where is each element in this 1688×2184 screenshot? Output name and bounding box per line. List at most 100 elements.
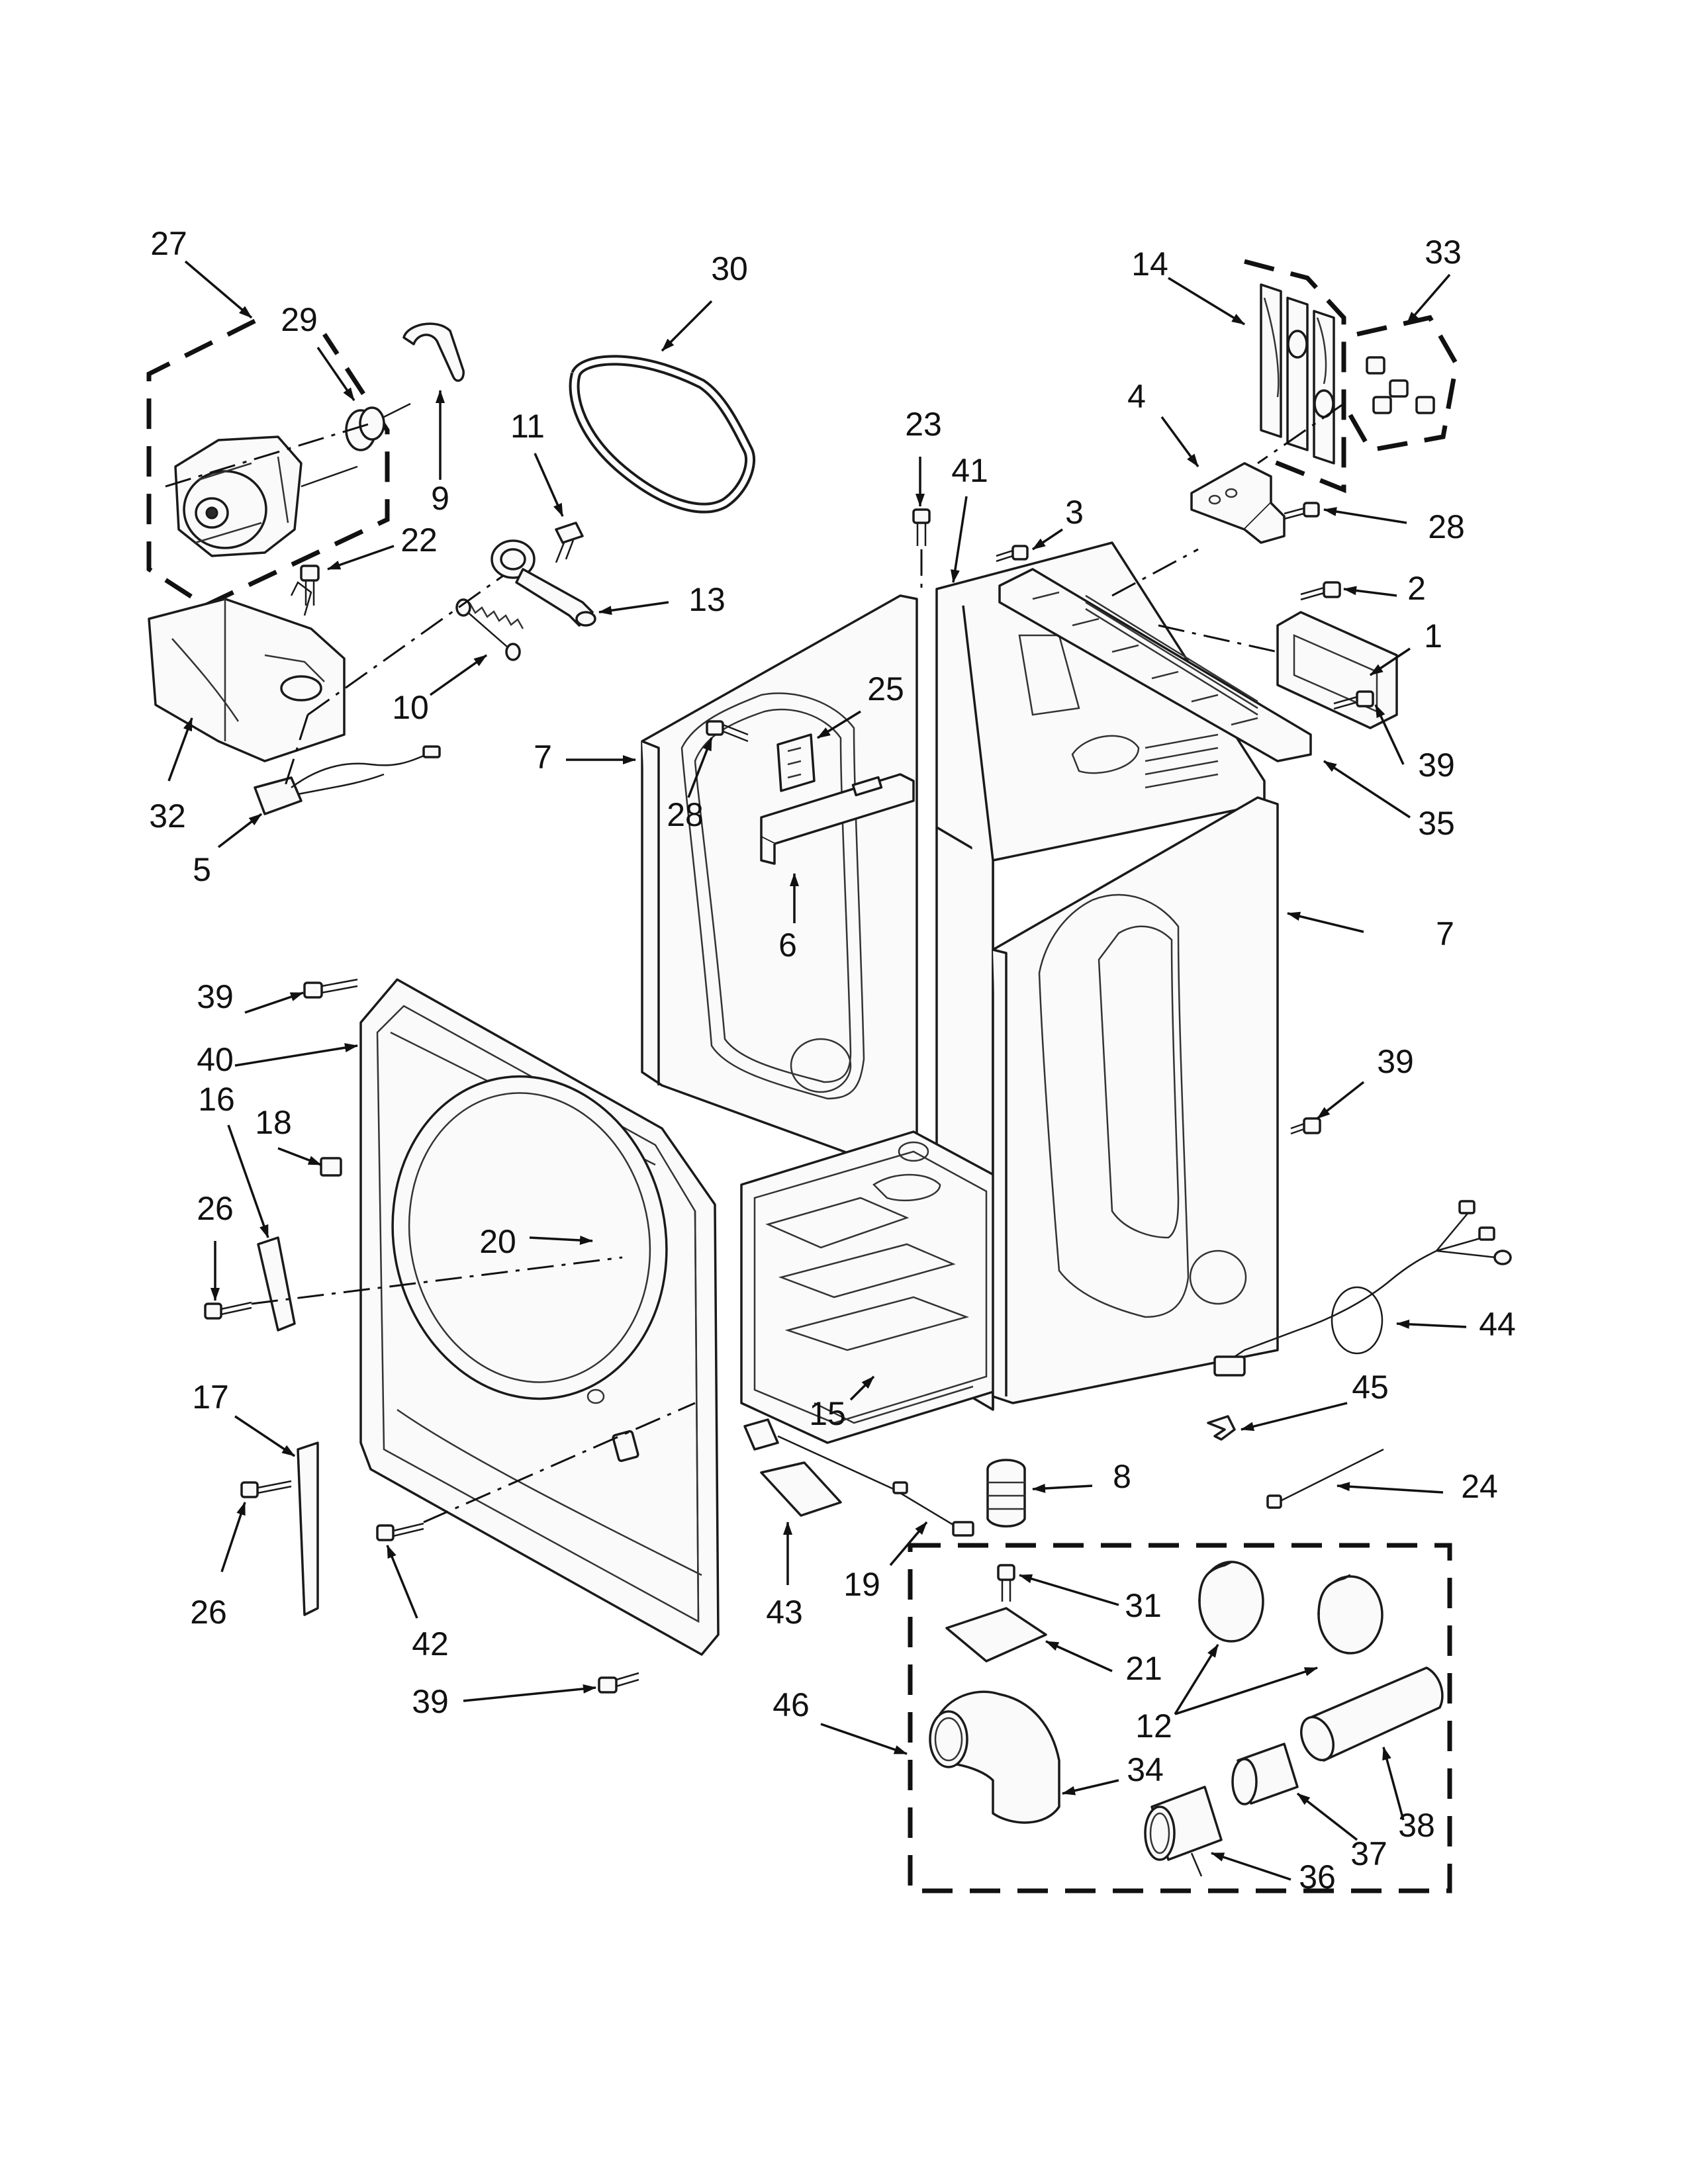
leveling-leg [986,1459,1026,1527]
callout-39b: 39 [1418,747,1455,784]
callout-13: 13 [688,581,726,618]
screw-26-upper [204,1301,252,1320]
screw-3 [996,545,1029,563]
callout-8: 8 [1113,1458,1131,1495]
callout-4: 4 [1127,378,1146,415]
callout-33: 33 [1425,234,1462,271]
leader-8 [1032,1483,1093,1493]
callout-10: 10 [392,689,429,726]
screw-26-lower [240,1480,292,1498]
leader-27 [184,260,253,319]
bracket-6 [760,773,915,865]
screw-23 [912,508,931,546]
callout-30: 30 [711,250,748,287]
exhaust-tube [1300,1666,1444,1762]
thermostat-assembly [1260,283,1335,465]
leader-29 [316,347,355,401]
leader-31 [1019,1574,1119,1606]
callout-38: 38 [1398,1807,1435,1844]
screw-39-right [1290,1117,1321,1135]
callout-12: 12 [1135,1707,1172,1745]
leader-5 [217,813,263,848]
callout-labels: 1 2 3 4 5 6 7 7 8 9 10 11 12 13 14 15 16… [149,225,1516,1895]
assembly-line [1111,548,1199,597]
callout-28b: 28 [1428,508,1465,545]
bracket-4 [1190,462,1286,544]
clamp [1144,1786,1223,1877]
callout-28a: 28 [667,796,704,833]
leader-7b [1287,911,1364,933]
screw-2 [1300,581,1341,601]
leader-16 [227,1124,269,1238]
motor-clip [402,322,465,382]
leader-2 [1343,586,1397,597]
motor-pulley [345,402,411,451]
screw-39-bottom [598,1672,639,1694]
leader-28a [687,737,713,798]
callout-42: 42 [412,1625,449,1662]
leader-20 [529,1236,593,1245]
callout-14: 14 [1131,246,1168,283]
screw-28-left [706,720,749,743]
callout-leaders [167,260,1467,1881]
leader-14 [1168,277,1245,326]
screw-42 [376,1522,424,1541]
bracket-25 [776,733,816,792]
motor-assembly-dashed-box [146,318,390,608]
leader-13 [598,601,669,615]
leader-35 [1323,760,1411,819]
callout-1: 1 [1424,617,1442,655]
callout-18: 18 [255,1104,292,1141]
leader-1 [1370,647,1411,676]
leader-30 [661,300,713,352]
leader-34 [1062,1779,1119,1796]
callout-39d: 39 [412,1683,449,1720]
side-panel-right [992,796,1279,1404]
bracket-16 [257,1236,296,1332]
leader-39a [244,991,304,1014]
callout-36: 36 [1299,1858,1336,1895]
cover-plate [945,1607,1047,1662]
thermostat-assembly-dashed-box [1244,259,1346,494]
leader-4 [1160,416,1199,468]
leader-41 [950,496,968,583]
leader-18 [277,1147,322,1166]
leader-24 [1336,1482,1444,1494]
callout-11: 11 [510,408,545,445]
leader-3 [1032,528,1063,551]
callout-19: 19 [843,1566,880,1603]
callout-29: 29 [281,301,318,338]
screw-39-front-top [303,978,358,999]
strip-17 [297,1441,319,1616]
callout-25: 25 [867,670,904,707]
callout-17: 17 [192,1379,229,1416]
callout-9: 9 [431,480,449,517]
top-bracket [998,568,1312,762]
cable-tie [1266,1448,1384,1509]
coupling [1231,1743,1299,1805]
leader-12b [1174,1666,1318,1715]
leader-26b [220,1502,246,1572]
exhaust-kit-dashed-box [908,1543,1452,1893]
callout-22: 22 [400,522,438,559]
callout-2: 2 [1407,570,1426,607]
assembly-line [251,1256,623,1305]
callout-7a: 7 [534,739,552,776]
callout-5: 5 [193,851,211,888]
leader-46 [820,1723,908,1755]
leader-39b [1374,704,1405,765]
leader-19 [889,1521,928,1567]
leader-28b [1323,507,1407,524]
door-switch [320,1157,342,1177]
leader-25 [817,710,861,739]
callout-37: 37 [1350,1835,1387,1872]
callout-34: 34 [1127,1751,1164,1788]
callout-26b: 26 [190,1594,227,1631]
parts-artwork [146,259,1512,1893]
callout-20: 20 [479,1223,516,1260]
callout-27: 27 [150,225,187,262]
leader-39c [1316,1081,1365,1120]
callout-31: 31 [1125,1587,1162,1624]
callout-41: 41 [951,452,988,489]
